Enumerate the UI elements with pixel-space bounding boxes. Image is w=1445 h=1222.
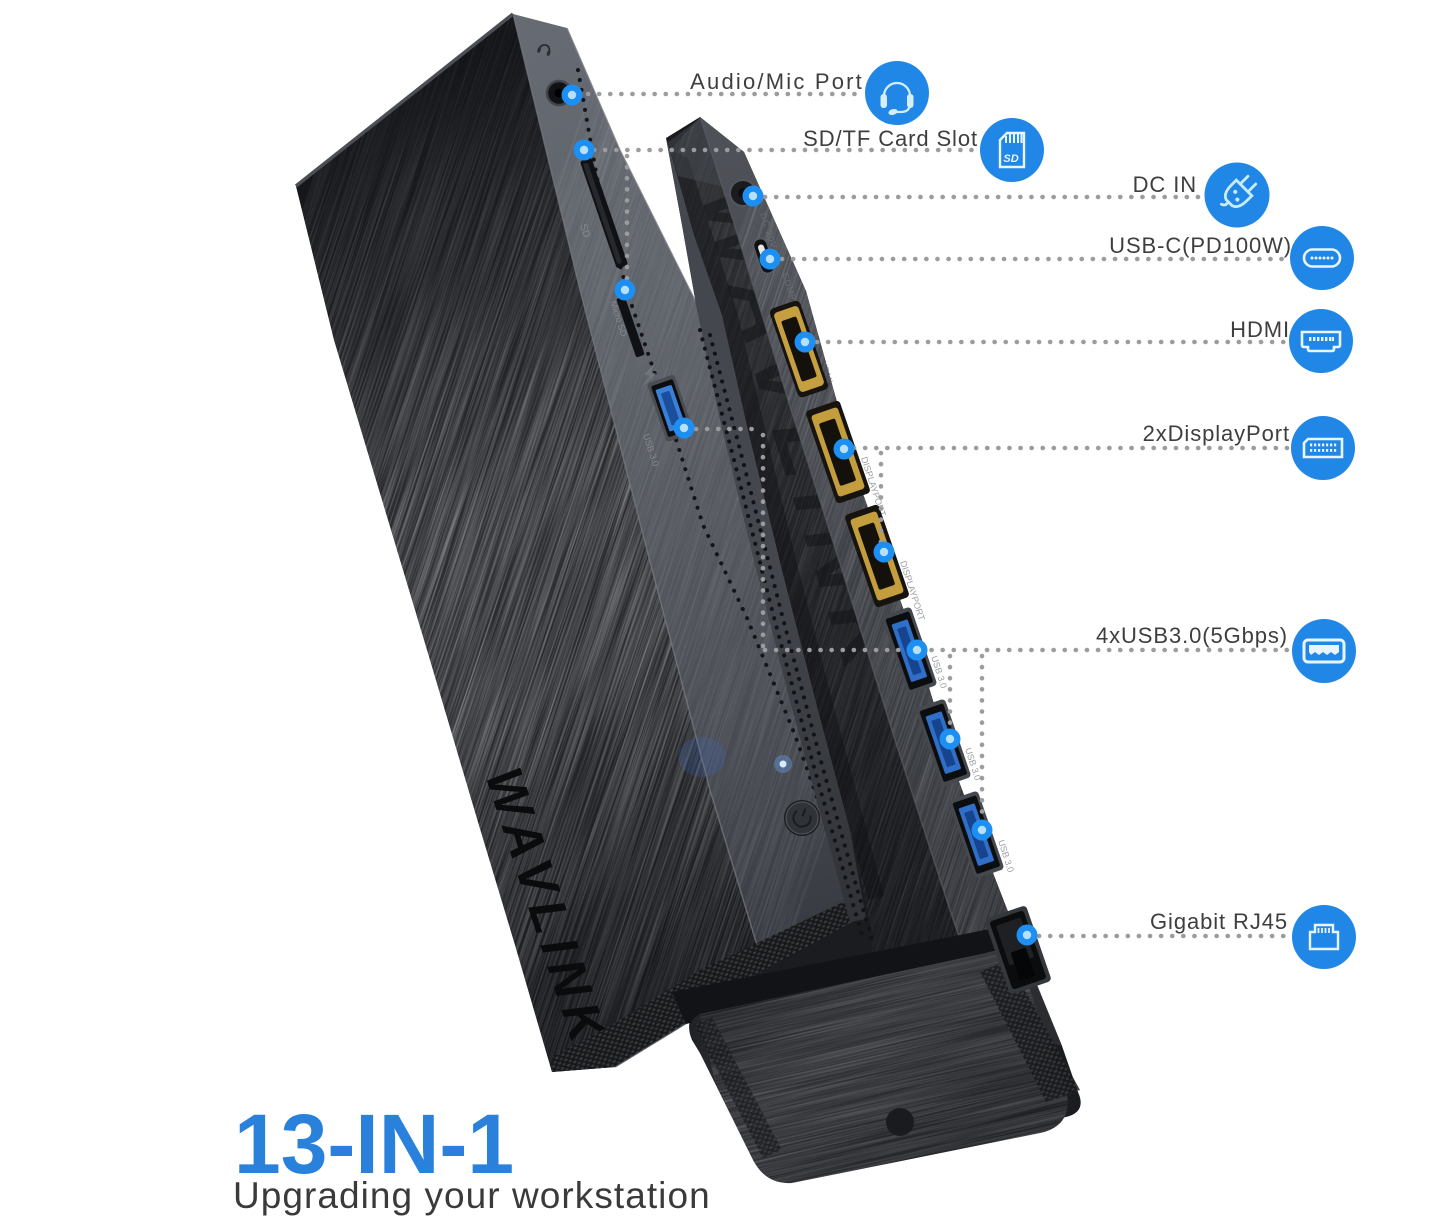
svg-text:Audio/Mic Port: Audio/Mic Port: [690, 69, 864, 94]
svg-text:SD/TF Card Slot: SD/TF Card Slot: [803, 126, 978, 151]
svg-text:13-IN-1: 13-IN-1: [234, 1097, 514, 1191]
svg-text:HDMI: HDMI: [1230, 317, 1290, 342]
svg-text:Upgrading your workstation: Upgrading your workstation: [233, 1175, 711, 1216]
svg-text:Gigabit RJ45: Gigabit RJ45: [1150, 909, 1288, 934]
svg-text:USB-C(PD100W): USB-C(PD100W): [1109, 233, 1292, 258]
svg-text:DC IN: DC IN: [1133, 172, 1197, 197]
svg-text:4xUSB3.0(5Gbps): 4xUSB3.0(5Gbps): [1096, 623, 1288, 648]
svg-text:SD: SD: [1003, 153, 1018, 165]
svg-text:SD: SD: [577, 223, 592, 240]
svg-text:2xDisplayPort: 2xDisplayPort: [1143, 421, 1290, 446]
